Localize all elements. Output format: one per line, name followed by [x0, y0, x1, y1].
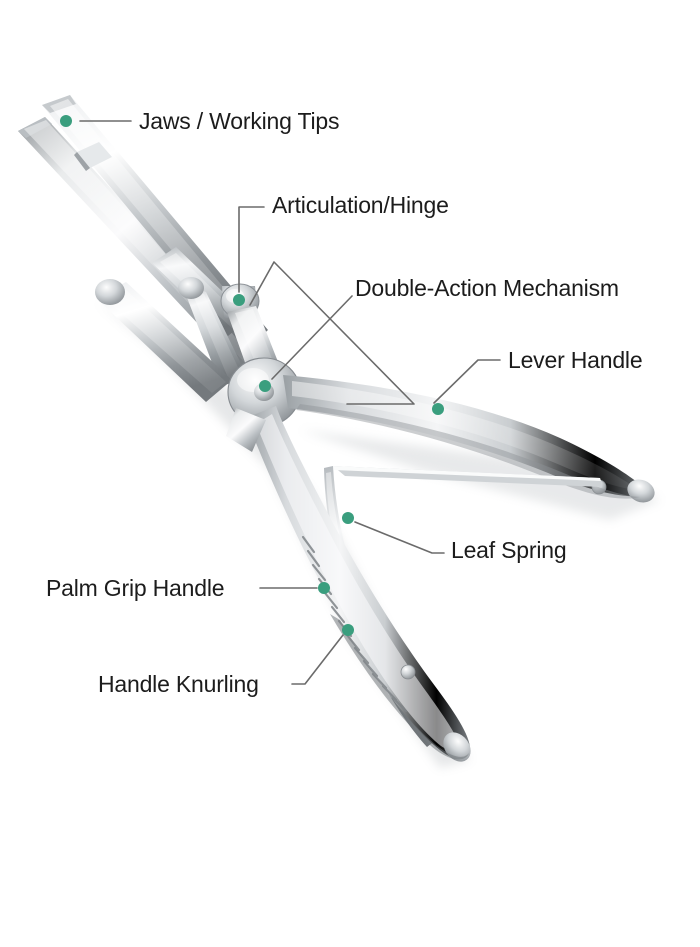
label-articulation-hinge: Articulation/Hinge: [272, 192, 449, 218]
marker-handle-knurling[interactable]: [342, 624, 354, 636]
callout-markers: [60, 115, 444, 636]
leader-line-handle-knurling: [291, 634, 344, 685]
marker-palm-grip-handle[interactable]: [318, 582, 330, 594]
label-leaf-spring: Leaf Spring: [451, 537, 567, 563]
left-arm-shank: [95, 279, 232, 402]
label-double-action-mechanism: Double-Action Mechanism: [355, 275, 619, 301]
lever-handle-arm: [283, 375, 655, 503]
label-lever-handle: Lever Handle: [508, 347, 643, 373]
leader-line-articulation-hinge: [238, 206, 265, 293]
leader-line-leaf-spring: [354, 521, 445, 554]
leaf-spring: [324, 466, 602, 747]
marker-articulation-hinge[interactable]: [233, 294, 245, 306]
label-palm-grip-handle: Palm Grip Handle: [46, 575, 225, 601]
leader-line-lever-handle: [433, 359, 501, 404]
marker-lever-handle[interactable]: [432, 403, 444, 415]
marker-double-action-mechanism[interactable]: [259, 380, 271, 392]
label-jaws-working-tips: Jaws / Working Tips: [139, 108, 340, 134]
label-handle-knurling: Handle Knurling: [98, 671, 259, 697]
pivot-lower-stub: [226, 408, 266, 452]
callout-leader-lines: [79, 120, 501, 685]
mechanism-link-left: [178, 277, 248, 386]
marker-leaf-spring[interactable]: [342, 512, 354, 524]
marker-jaws-working-tips[interactable]: [60, 115, 72, 127]
leader-line-double-action-mechanism: [249, 261, 415, 405]
